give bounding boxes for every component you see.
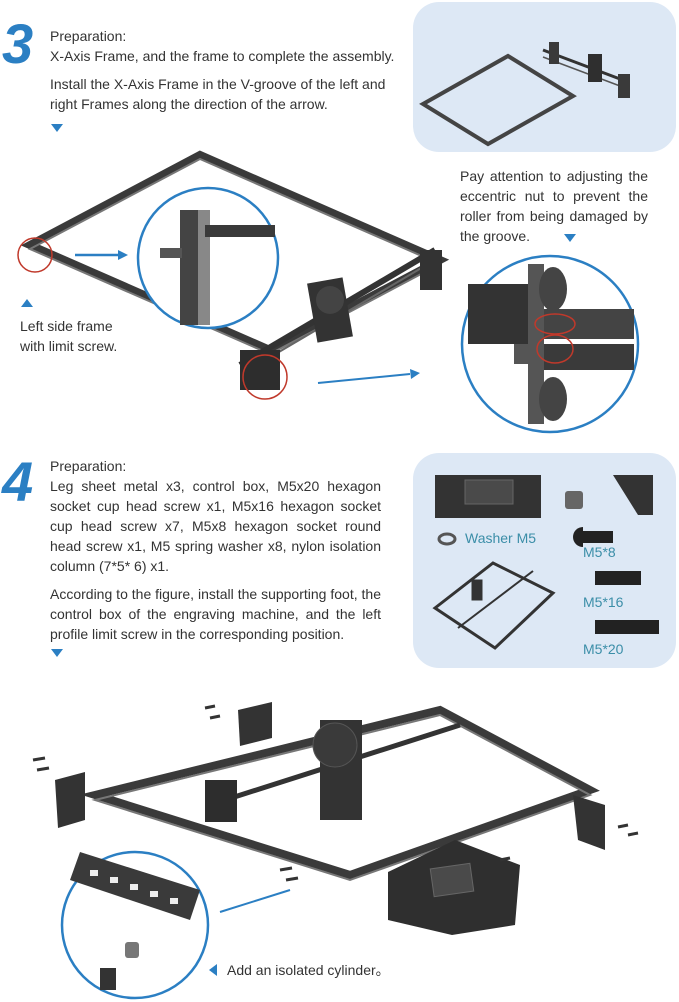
final-assembly-illustration	[32, 702, 639, 1000]
screw-label-m5-20: M5*20	[583, 641, 624, 657]
step4-parts: Leg sheet metal x3, control box, M5x20 h…	[50, 478, 381, 574]
screw-m5-20	[595, 620, 659, 634]
triangle-down-icon	[51, 124, 63, 132]
screw-m5-8	[583, 531, 613, 543]
step3-instruction: Install the X-Axis Frame in the V-groove…	[50, 76, 386, 112]
highlight-circle	[242, 354, 288, 400]
step-number-3: 3	[2, 12, 34, 75]
preview-panel-step3	[413, 2, 676, 152]
leg-plate	[238, 702, 272, 746]
step4-bottom-note: Add an isolated cylinder。	[227, 962, 390, 978]
leg-plate	[55, 772, 85, 828]
x-axis-frame-illustration	[17, 150, 450, 400]
screw-m5-16	[595, 571, 641, 585]
washer-icon	[437, 532, 457, 546]
leg-sheet-metal	[613, 475, 653, 515]
step3-right-note: Pay attention to adjusting the eccentric…	[460, 168, 648, 244]
step3-heading: Preparation:	[50, 28, 127, 44]
step4-text: Preparation: Leg sheet metal x3, control…	[50, 456, 381, 644]
arrow-right-icon	[317, 373, 411, 384]
step3-parts: X-Axis Frame, and the frame to complete …	[50, 48, 395, 64]
step4-instruction: According to the figure, install the sup…	[50, 586, 381, 642]
screw-label-m5-16: M5*16	[583, 594, 624, 610]
highlight-circle	[17, 237, 53, 273]
washer-label: Washer M5	[465, 530, 537, 546]
leg-plate	[573, 795, 605, 850]
assembled-frame-illustration	[419, 42, 630, 147]
step3-left-note: Left side frame with limit screw.	[20, 318, 118, 354]
parts-panel: Washer M5 M5*8 M5*16 M5*20	[413, 453, 676, 668]
triangle-down-icon	[51, 649, 63, 657]
step4-heading: Preparation:	[50, 458, 127, 474]
frame-mini-illustration	[432, 561, 556, 650]
triangle-left-icon	[209, 964, 217, 976]
triangle-up-icon	[21, 299, 33, 307]
screw-label-m5-8: M5*8	[583, 544, 616, 560]
step3-text: Preparation: X-Axis Frame, and the frame…	[50, 26, 420, 114]
triangle-down-icon	[564, 234, 576, 242]
step-number-4: 4	[2, 450, 34, 513]
eccentric-nut-detail	[460, 254, 640, 434]
control-box-illustration	[435, 475, 541, 518]
isolation-column	[565, 491, 583, 509]
